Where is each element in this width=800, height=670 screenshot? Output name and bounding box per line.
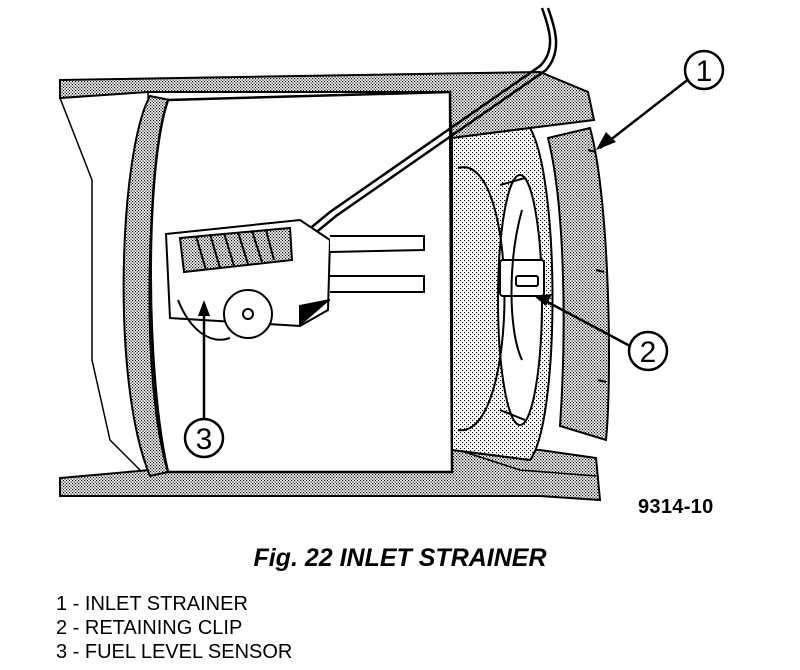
legend-item: 3 - FUEL LEVEL SENSOR — [56, 641, 293, 663]
inlet-strainer-diagram: 1 2 3 — [58, 7, 725, 502]
inlet-strainer — [546, 126, 610, 442]
legend-item: 2 - RETAINING CLIP — [56, 617, 243, 639]
figure-caption: Fig. 22 INLET STRAINER — [253, 544, 547, 572]
fuel-level-sensor — [164, 218, 425, 341]
figure-code: 9314-10 — [638, 496, 714, 518]
fuel-tube — [249, 7, 558, 305]
retaining-clip — [499, 209, 545, 361]
callout-number-3: 3 — [196, 423, 213, 456]
callout-number-2: 2 — [640, 336, 657, 369]
callout-3: 3 — [183, 300, 225, 459]
legend-item: 1 - INLET STRAINER — [56, 593, 248, 615]
callout-1: 1 — [596, 49, 725, 150]
parts-legend: 1 - INLET STRAINER 2 - RETAINING CLIP 3 … — [56, 592, 292, 664]
callout-number-1: 1 — [696, 55, 713, 88]
callout-2: 2 — [534, 294, 669, 372]
